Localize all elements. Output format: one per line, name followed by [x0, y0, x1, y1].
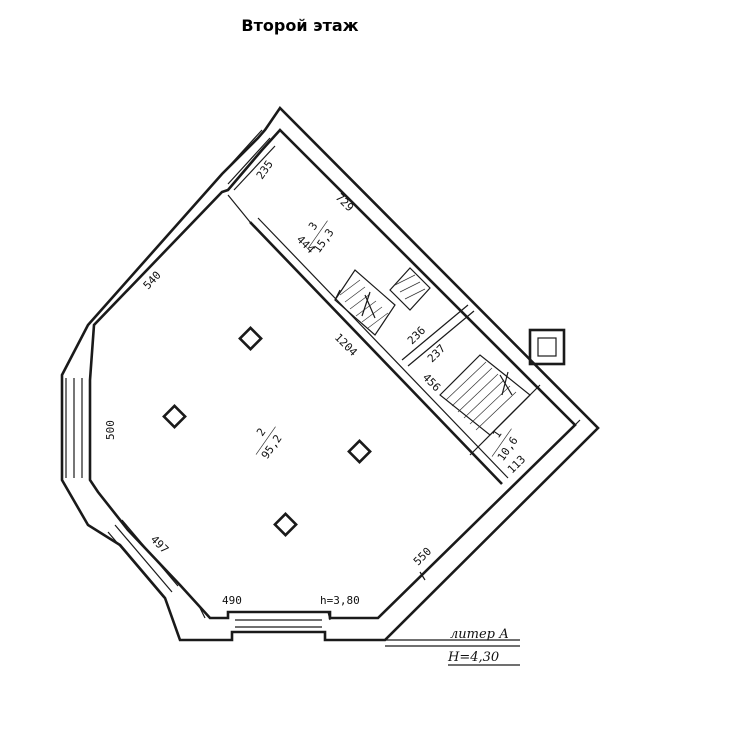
- dim-500: 500: [104, 420, 117, 440]
- tick-marks: [199, 419, 581, 621]
- dim-235: 235: [254, 158, 276, 182]
- page-title: Второй этаж: [241, 16, 359, 35]
- dim-729: 729: [333, 191, 356, 214]
- window-left: [65, 378, 83, 478]
- building-height: Н=4,30: [447, 650, 499, 665]
- column: [273, 512, 298, 537]
- column: [238, 326, 263, 351]
- dim-490: 490: [222, 594, 242, 607]
- stair-lower: [439, 354, 531, 436]
- room-number: 3: [306, 220, 320, 233]
- outer-wall: [60, 105, 600, 642]
- dim-236: 236: [405, 324, 428, 347]
- room-2-label: 2 95,2: [254, 426, 285, 462]
- columns: [162, 326, 372, 537]
- column: [162, 404, 187, 429]
- chimney: [528, 328, 566, 366]
- column: [347, 439, 372, 464]
- partition-wall: [227, 194, 509, 485]
- liter-box: [385, 639, 520, 666]
- corridor-walls: [334, 289, 541, 456]
- window-bottom-left: [107, 519, 179, 599]
- liter-label: литер А: [450, 627, 509, 642]
- dim-497: 497: [148, 533, 171, 556]
- room-number: 1: [490, 428, 504, 441]
- dim-1204: 1204: [332, 331, 360, 359]
- stair-upper: [334, 267, 431, 336]
- room-number: 2: [254, 426, 268, 439]
- ceiling-height: h=3,80: [320, 594, 360, 607]
- window-bottom: [235, 619, 322, 628]
- window-top: [221, 129, 276, 191]
- dim-237: 237: [425, 342, 448, 365]
